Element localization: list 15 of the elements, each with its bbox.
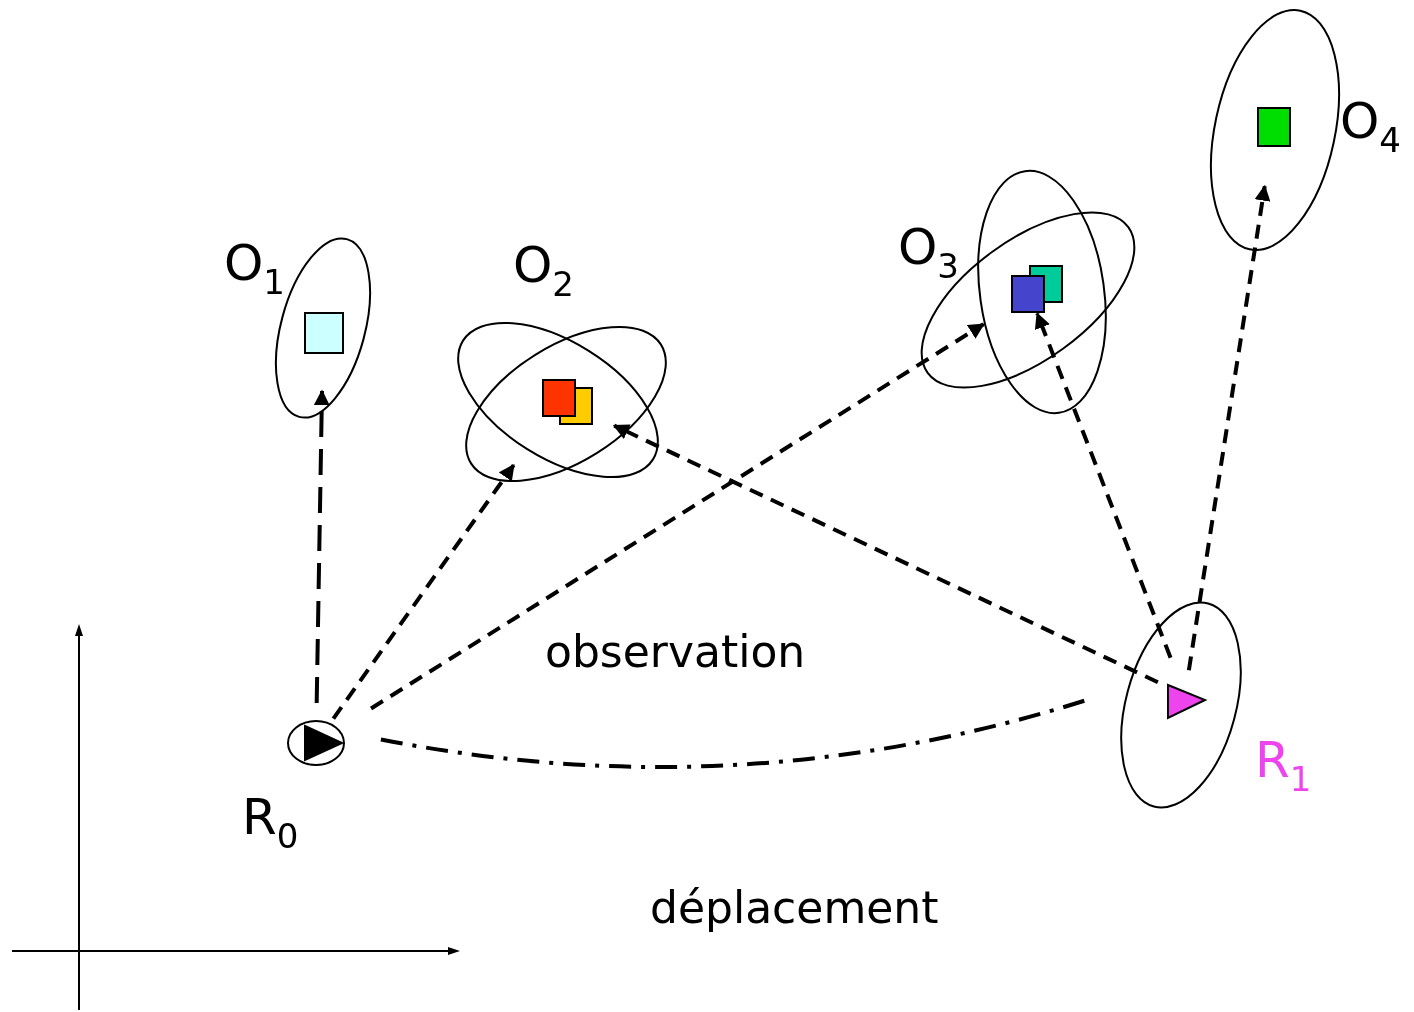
observation-arrow (1034, 312, 1173, 659)
node-label: O$_{4}$ (1340, 96, 1401, 157)
observation-arrow (313, 389, 330, 704)
observation-arrow (370, 322, 985, 711)
motion-path (380, 698, 1086, 769)
observation-arrow (612, 423, 1159, 684)
observation-arrow (1186, 184, 1271, 671)
node-label: O$_{3}$ (898, 222, 959, 283)
node-label: R$_{1}$ (1255, 735, 1312, 796)
observation-arrow (331, 463, 516, 720)
diagram-label: observation (545, 630, 806, 674)
diagram-label: déplacement (650, 886, 939, 930)
node-label: O$_{2}$ (513, 240, 574, 301)
node-label: O$_{1}$ (224, 238, 285, 299)
node-label: R$_{0}$ (242, 792, 299, 853)
